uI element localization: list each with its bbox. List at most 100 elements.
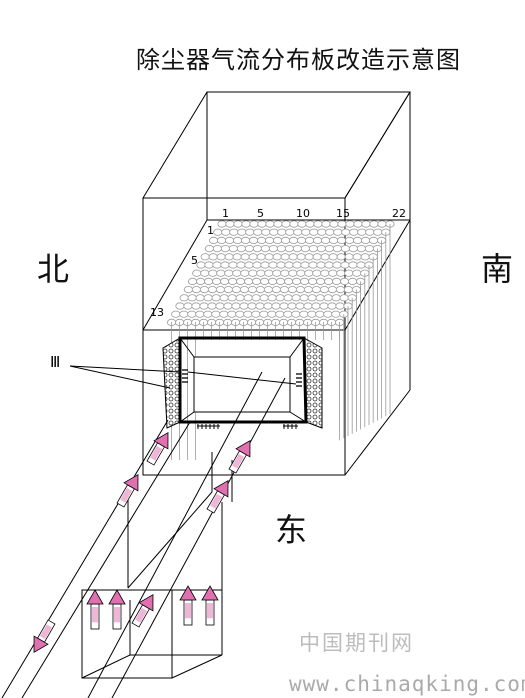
- tube: [275, 277, 286, 285]
- tube: [267, 294, 277, 302]
- tube: [291, 310, 301, 318]
- tube: [289, 220, 299, 228]
- tube: [327, 285, 337, 294]
- row-label-22: 22: [392, 207, 406, 220]
- tube: [287, 302, 297, 310]
- tube: [239, 285, 249, 294]
- tube: [360, 253, 370, 261]
- tube: [337, 220, 347, 228]
- callout-label: Ⅲ: [50, 353, 60, 371]
- diagram-title: 除尘器气流分布板改造示意图: [136, 46, 461, 74]
- tube: [291, 294, 301, 302]
- tube: [299, 277, 310, 285]
- tube: [288, 236, 299, 244]
- tube: [256, 253, 266, 261]
- tube: [313, 220, 323, 228]
- tube: [336, 253, 346, 261]
- tube: [307, 277, 318, 285]
- tube: [241, 236, 251, 244]
- tube: [347, 277, 358, 285]
- tube: [200, 269, 210, 277]
- tube-bank: [167, 220, 395, 460]
- tube: [195, 294, 205, 302]
- flow-arrow: [206, 479, 229, 514]
- tube: [316, 261, 326, 269]
- tube: [336, 269, 346, 277]
- tube: [232, 253, 242, 261]
- tube: [349, 228, 359, 236]
- tube: [295, 302, 305, 310]
- tube: [179, 310, 189, 318]
- tube: [303, 285, 313, 294]
- inlet-box: [81, 589, 223, 679]
- tube: [191, 302, 201, 310]
- tube: [331, 310, 341, 318]
- tube: [217, 236, 227, 244]
- tube: [339, 294, 349, 302]
- tube: [199, 285, 209, 294]
- tube: [204, 245, 214, 253]
- tube: [373, 228, 383, 236]
- tube: [215, 285, 225, 294]
- tube: [207, 302, 217, 310]
- tube: [328, 253, 338, 261]
- tube: [217, 220, 227, 228]
- tube: [179, 294, 189, 302]
- tube: [249, 236, 259, 244]
- tube: [272, 269, 282, 277]
- tube: [325, 228, 335, 236]
- tube: [281, 220, 291, 228]
- tube: [321, 220, 331, 228]
- tube: [304, 253, 314, 261]
- tube: [292, 261, 302, 269]
- tube: [255, 285, 265, 294]
- tube: [319, 285, 329, 294]
- tube: [280, 269, 290, 277]
- tube: [323, 310, 333, 318]
- tube: [263, 302, 273, 310]
- tube: [247, 285, 257, 294]
- tube: [315, 294, 325, 302]
- tube: [249, 220, 259, 228]
- tube: [231, 302, 241, 310]
- tube: [264, 253, 274, 261]
- flow-arrow: [201, 585, 219, 626]
- tube: [256, 236, 267, 244]
- tube: [323, 277, 334, 285]
- tube: [361, 220, 371, 228]
- tube: [316, 245, 326, 253]
- row-labels: 1 5 10 15 22: [222, 207, 406, 220]
- tube: [255, 302, 265, 310]
- tube: [283, 277, 294, 285]
- tube: [229, 228, 239, 236]
- tube: [227, 294, 237, 302]
- tube: [232, 269, 242, 277]
- tube: [211, 294, 221, 302]
- tube: [336, 236, 347, 244]
- tube: [320, 269, 330, 277]
- row-label-5: 5: [257, 207, 264, 220]
- tube: [236, 277, 246, 285]
- tube: [261, 228, 271, 236]
- tube: [191, 285, 201, 294]
- tube: [196, 277, 206, 285]
- tube: [223, 302, 233, 310]
- tube: [332, 261, 342, 269]
- tube: [279, 285, 289, 294]
- col-label-13: 13: [150, 306, 164, 319]
- column-labels: 1 5 13: [150, 224, 214, 319]
- tube: [296, 269, 306, 277]
- tube: [344, 269, 354, 277]
- tube: [343, 285, 353, 294]
- tube: [231, 285, 241, 294]
- tube: [327, 302, 337, 310]
- label-south: 南: [481, 250, 514, 288]
- tube: [288, 253, 298, 261]
- tube: [203, 310, 213, 318]
- tube: [216, 253, 226, 261]
- tube: [357, 228, 367, 236]
- tube: [241, 220, 251, 228]
- tube: [235, 310, 245, 318]
- tube: [356, 261, 366, 269]
- tube: [329, 220, 339, 228]
